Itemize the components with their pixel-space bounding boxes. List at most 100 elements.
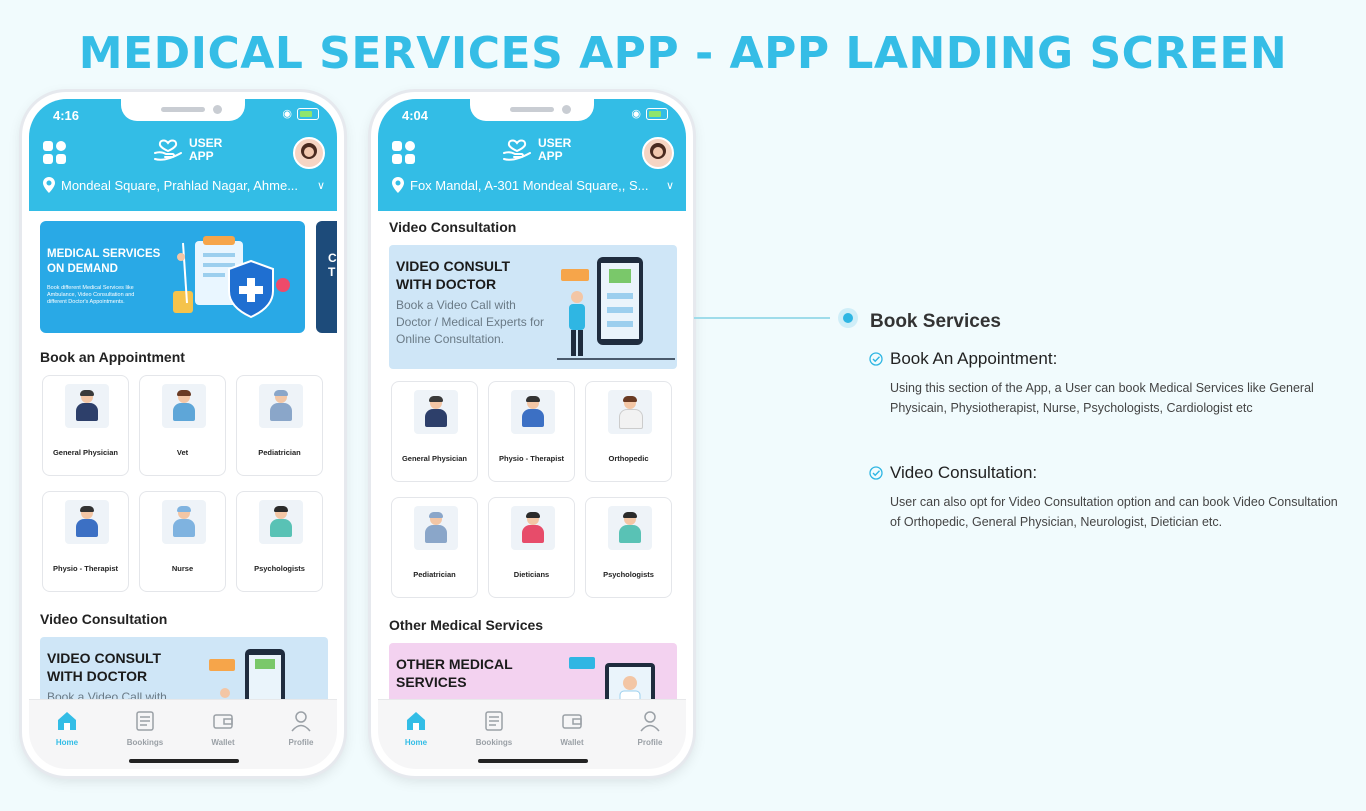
service-dieticians[interactable]: Dieticians	[488, 497, 575, 598]
psychologist-icon	[259, 500, 303, 544]
brand-line2: APP	[538, 149, 563, 163]
menu-grid-icon[interactable]	[43, 141, 67, 165]
other-promo-title-line2: SERVICES	[396, 674, 467, 690]
wallet-icon	[213, 714, 233, 729]
service-label: Pediatrician	[258, 448, 301, 457]
chevron-down-icon: ∨	[665, 179, 674, 192]
service-label: Nurse	[171, 564, 194, 573]
promo-subtitle: Book a Video Call with Doctor / Medical …	[396, 298, 545, 346]
nav-profile[interactable]: Profile	[620, 710, 680, 747]
dietician-icon	[511, 506, 555, 550]
video-call-illustration-icon	[557, 257, 675, 360]
service-vet[interactable]: Vet	[139, 375, 226, 476]
service-psychologists[interactable]: Psychologists	[236, 491, 323, 592]
location-text: Fox Mandal, A-301 Mondeal Square,, S...	[410, 177, 649, 193]
hero-banner-next[interactable]: C T	[316, 221, 337, 333]
bottom-nav: Home Bookings Wallet Profile	[378, 699, 686, 769]
service-psychologists[interactable]: Psychologists	[585, 497, 672, 598]
feature-desc-appointment: Using this section of the App, a User ca…	[890, 381, 1314, 415]
location-text: Mondeal Square, Prahlad Nagar, Ahme...	[61, 177, 299, 193]
nav-label: Home	[55, 738, 79, 747]
service-label: General Physician	[52, 448, 119, 457]
bookings-icon	[136, 711, 154, 731]
bottom-nav: Home Bookings Wallet Profile	[29, 699, 337, 769]
hero-peek-text: C T	[328, 251, 337, 279]
nav-bookings[interactable]: Bookings	[115, 710, 175, 747]
medical-illustration-icon	[173, 236, 290, 319]
service-label: General Physician	[401, 454, 468, 463]
wallet-icon	[562, 714, 582, 729]
doctor-icon	[65, 384, 109, 428]
nav-wallet[interactable]: Wallet	[193, 710, 253, 747]
service-general-physician[interactable]: General Physician	[42, 375, 129, 476]
service-general-physician[interactable]: General Physician	[391, 381, 478, 482]
nav-label: Profile	[288, 738, 314, 747]
profile-icon	[640, 711, 660, 732]
service-physio-therapist[interactable]: Physio - Therapist	[42, 491, 129, 592]
video-call-illustration-icon	[209, 649, 285, 699]
hero-title-line2: ON DEMAND	[47, 263, 118, 275]
check-circle-icon	[869, 352, 883, 366]
location-selector[interactable]: Mondeal Square, Prahlad Nagar, Ahme... ∨	[43, 177, 325, 193]
service-pediatrician[interactable]: Pediatrician	[236, 375, 323, 476]
promo-title-line2: WITH DOCTOR	[47, 668, 148, 684]
doctor-icon	[414, 390, 458, 434]
home-icon	[58, 712, 76, 730]
book-appointment-title: Book an Appointment	[40, 349, 185, 365]
service-pediatrician[interactable]: Pediatrician	[391, 497, 478, 598]
service-nurse[interactable]: Nurse	[139, 491, 226, 592]
nav-home[interactable]: Home	[37, 710, 97, 747]
service-label: Pediatrician	[413, 570, 456, 579]
menu-grid-icon[interactable]	[392, 141, 416, 165]
pediatrician-icon	[259, 384, 303, 428]
location-pin-icon	[392, 177, 404, 193]
nav-wallet[interactable]: Wallet	[542, 710, 602, 747]
heart-hand-icon	[503, 139, 531, 161]
service-physio-therapist[interactable]: Physio - Therapist	[488, 381, 575, 482]
connector-line	[694, 317, 830, 319]
nav-profile[interactable]: Profile	[271, 710, 331, 747]
avatar[interactable]	[293, 137, 325, 169]
location-pin-icon	[43, 177, 55, 193]
feature-title-video: Video Consultation:	[890, 463, 1038, 482]
location-selector[interactable]: Fox Mandal, A-301 Mondeal Square,, S... …	[392, 177, 674, 193]
video-consultation-title: Video Consultation	[40, 611, 168, 627]
nav-label: Bookings	[126, 738, 164, 747]
nav-label: Bookings	[475, 738, 513, 747]
wifi-icon: ◉	[631, 108, 641, 120]
service-label: Psychologists	[603, 570, 654, 579]
nav-label: Home	[404, 738, 428, 747]
nav-bookings[interactable]: Bookings	[464, 710, 524, 747]
service-orthopedic[interactable]: Orthopedic	[585, 381, 672, 482]
avatar[interactable]	[642, 137, 674, 169]
status-time: 4:16	[53, 108, 80, 123]
feature-desc-video: User can also opt for Video Consultation…	[890, 495, 1338, 529]
nav-label: Wallet	[560, 738, 584, 747]
physio-icon	[65, 500, 109, 544]
status-icons: ◉	[282, 107, 319, 120]
orthopedic-icon	[608, 390, 652, 434]
heart-hand-icon	[154, 139, 182, 161]
promo-subtitle: Book a Video Call with	[47, 690, 167, 699]
nav-home[interactable]: Home	[386, 710, 446, 747]
vet-icon	[162, 384, 206, 428]
phone-notch	[121, 99, 245, 121]
doctor-screen-illustration-icon	[569, 657, 655, 699]
profile-icon	[291, 711, 311, 732]
service-label: Physio - Therapist	[498, 454, 564, 463]
promo-title-line1: VIDEO CONSULT	[396, 258, 511, 274]
page-title: MEDICAL SERVICES APP - APP LANDING SCREE…	[78, 28, 1288, 79]
physio-icon	[511, 390, 555, 434]
wifi-icon: ◉	[282, 108, 292, 120]
hero-subtitle: Book different Medical Services like Amb…	[47, 285, 135, 305]
